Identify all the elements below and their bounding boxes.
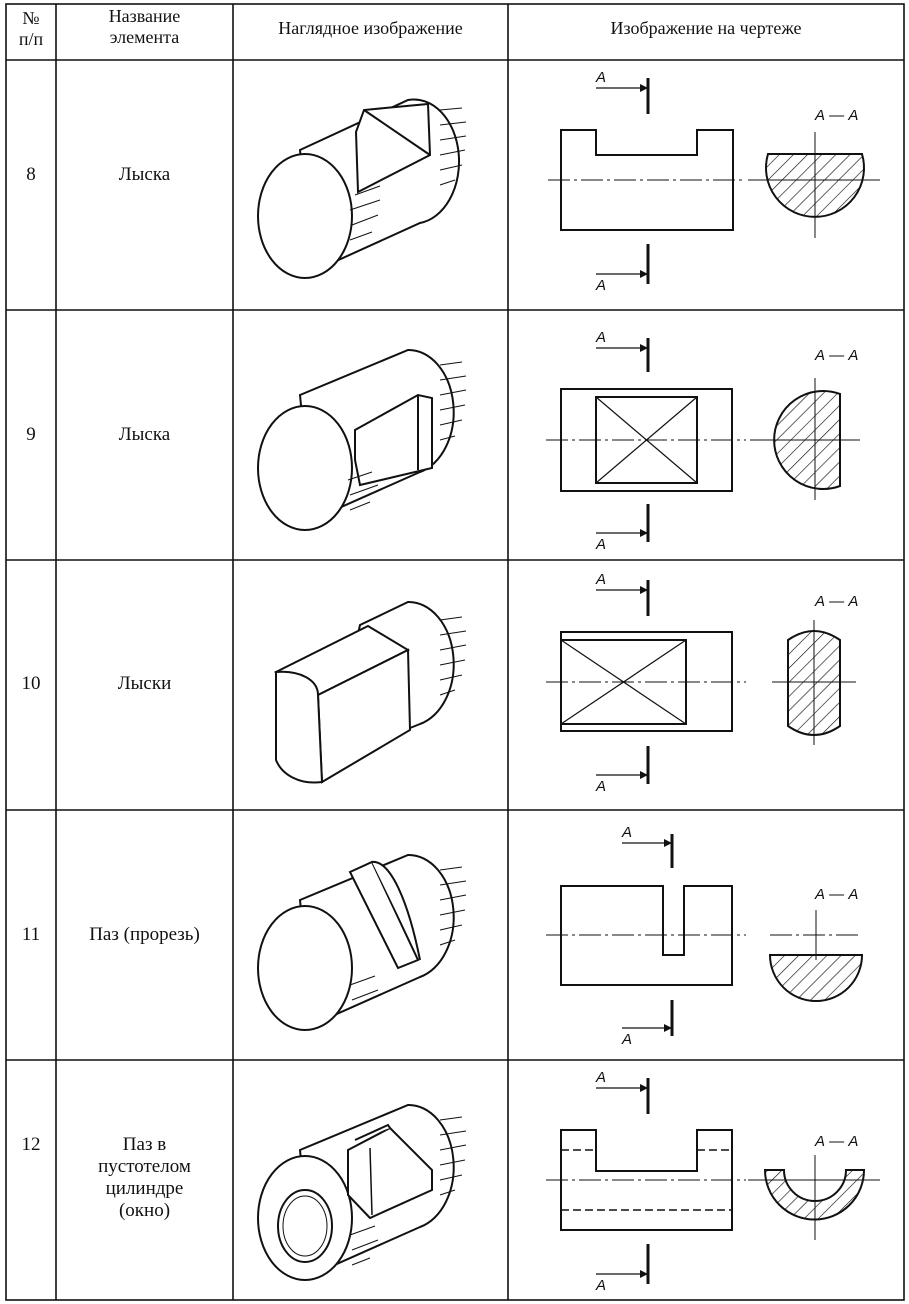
row-8-drawing [548,78,880,284]
row-11-pictorial [257,853,467,1031]
row-12-drawing [546,1078,880,1284]
cut-letter: А [595,329,606,346]
section-label: А — А [814,886,858,903]
element-name: Паз в пустотелом цилиндре (окно) [98,1134,191,1221]
section-label: А — А [814,347,858,364]
header-name: Название элемента [108,6,181,47]
row-number: 11 [21,924,41,945]
header-number: № п/п [18,8,44,49]
row-number: 8 [26,164,36,185]
cut-letter: А [621,1031,632,1048]
row-10-drawing [546,580,856,784]
table-grid [5,3,905,1301]
row-12-pictorial [257,1103,467,1281]
row-number: 12 [21,1134,41,1155]
row-10-pictorial [273,600,467,784]
cut-letter: А [595,277,606,294]
element-name: Лыска [118,164,171,185]
row-11-drawing [546,834,864,1036]
cut-letter: А [595,571,606,588]
section-label: А — А [814,107,858,124]
header-drawing: Изображение на чертеже [610,18,802,38]
row-9-pictorial [257,348,467,531]
element-name: Лыски [117,673,172,694]
element-name: Паз (прорезь) [89,924,200,945]
header-pictorial: Наглядное изображение [278,18,463,38]
row-8-pictorial [257,98,467,279]
section-label: А — А [814,593,858,610]
row-number: 10 [21,673,41,694]
cut-letter: А [621,824,632,841]
cut-letter: А [595,778,606,795]
cut-labels: А А А А А А А А А А А — А А — А А — А А … [595,69,858,1294]
section-label: А — А [814,1133,858,1150]
row-number: 9 [26,424,36,445]
element-name: Лыска [118,424,171,445]
cut-letter: А [595,1069,606,1086]
cut-letter: А [595,1277,606,1294]
row-9-drawing [546,338,860,542]
cut-letter: А [595,536,606,553]
cut-letter: А [595,69,606,86]
